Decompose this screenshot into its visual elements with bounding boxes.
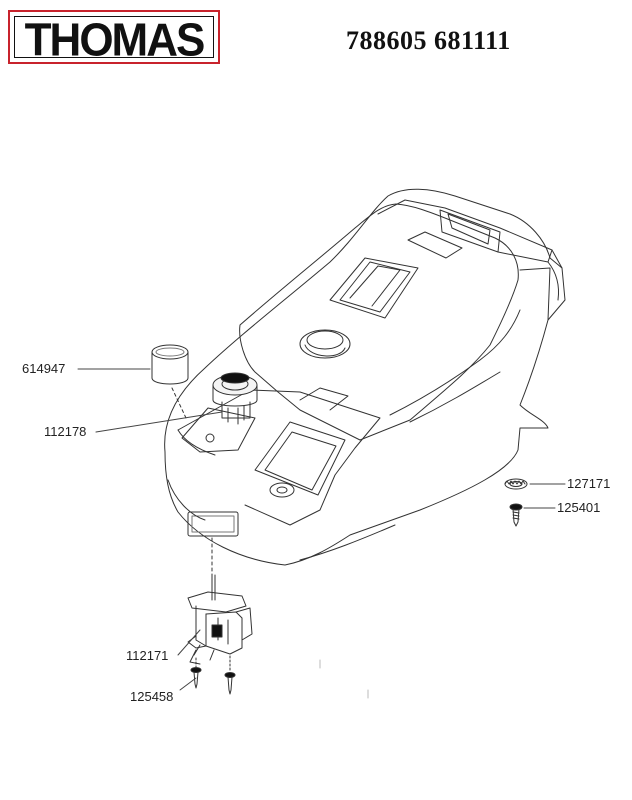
- part-label-125458: 125458: [130, 689, 174, 704]
- thomas-logo: THOMAS: [8, 10, 220, 64]
- document-number: 788605 681111: [346, 26, 511, 55]
- part-label-112171: 112171: [126, 648, 169, 663]
- scan-artifacts: [320, 660, 368, 698]
- vacuum-body: [165, 189, 565, 565]
- part-label-112178: 112178: [44, 424, 87, 439]
- part-label-125401: 125401: [557, 500, 601, 515]
- logo-inner-border: THOMAS: [14, 16, 214, 64]
- part-label-127171: 127171: [567, 476, 611, 491]
- part-127171-washer: [505, 479, 527, 489]
- part-614947-cap: [152, 345, 188, 418]
- part-label-614947: 614947: [22, 361, 66, 376]
- leader-lines: [78, 369, 565, 690]
- part-125401-screw: [510, 504, 522, 526]
- part-112178-switch: [213, 373, 257, 424]
- part-112171-assembly: [188, 538, 252, 664]
- logo-text: THOMAS: [24, 14, 206, 67]
- part-125458-screws: [191, 656, 235, 694]
